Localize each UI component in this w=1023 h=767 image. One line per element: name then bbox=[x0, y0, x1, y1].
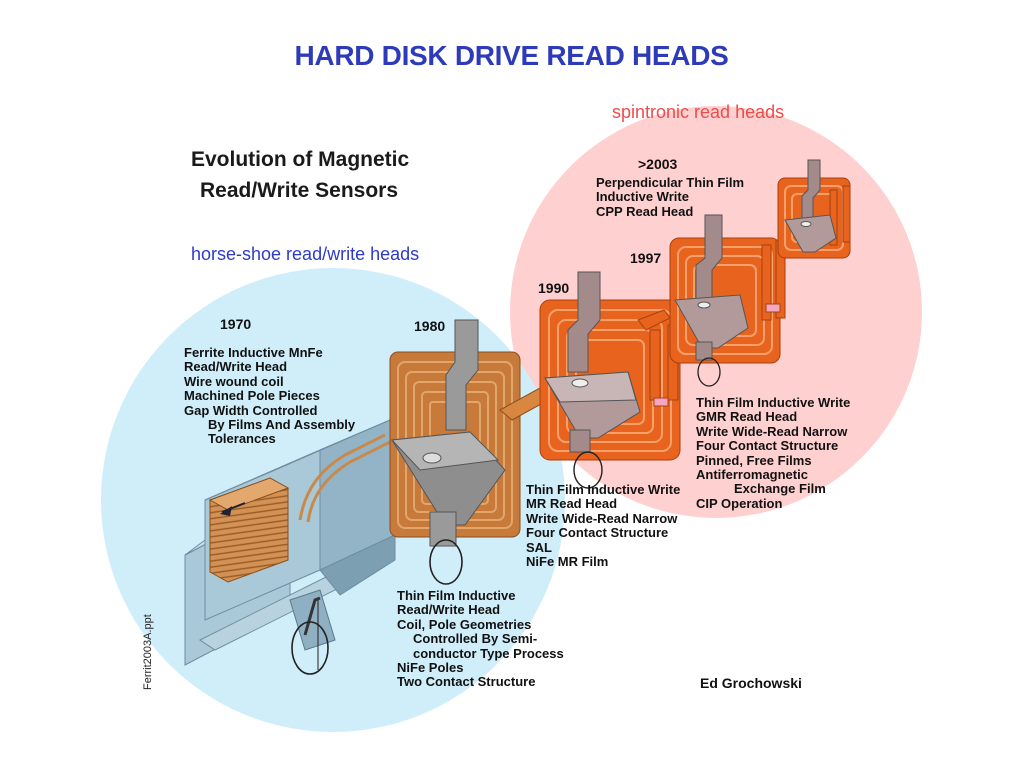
note-line: NiFe Poles bbox=[397, 660, 464, 676]
note-line: Pinned, Free Films bbox=[696, 452, 812, 468]
note-line: Exchange Film bbox=[734, 481, 826, 497]
note-line: Gap Width Controlled bbox=[184, 402, 318, 418]
note-line: Antiferromagnetic bbox=[696, 467, 808, 483]
ferrite-notes: Ferrite Inductive MnFe Read/Write Head W… bbox=[184, 345, 356, 447]
note-line: Machined Pole Pieces bbox=[184, 388, 320, 404]
gmr-head-1997 bbox=[669, 214, 786, 387]
note-line: Coil, Pole Geometries bbox=[397, 616, 532, 632]
note-line: Thin Film Inductive bbox=[397, 588, 516, 603]
file-tag: Ferrit2003A.ppt bbox=[142, 614, 154, 690]
note-line: Four Contact Structure bbox=[526, 525, 669, 541]
evolution-title-line1: Evolution of Magnetic bbox=[191, 148, 410, 171]
evolution-title-line2: Read/Write Sensors bbox=[200, 179, 399, 202]
year-1997: 1997 bbox=[630, 250, 662, 266]
note-line: Controlled By Semi- bbox=[413, 631, 538, 647]
note-line: conductor Type Process bbox=[413, 645, 564, 661]
year-2003: >2003 bbox=[638, 156, 678, 172]
thin-film-notes: Thin Film Inductive Read/Write Head Coil… bbox=[397, 588, 564, 690]
note-line: Write Wide-Read Narrow bbox=[526, 510, 678, 526]
author-credit: Ed Grochowski bbox=[700, 675, 802, 691]
note-line: CPP Read Head bbox=[596, 203, 694, 219]
note-line: SAL bbox=[526, 539, 552, 555]
mr-notes: Thin Film Inductive Write MR Read Head W… bbox=[526, 482, 681, 570]
cpp-head-2003 bbox=[777, 159, 851, 259]
ferrite-head-1970 bbox=[184, 419, 396, 675]
note-line: Two Contact Structure bbox=[397, 674, 536, 690]
note-line: Inductive Write bbox=[596, 189, 689, 205]
gmr-notes: Thin Film Inductive Write GMR Read Head … bbox=[696, 395, 851, 511]
note-line: Ferrite Inductive MnFe bbox=[184, 345, 323, 360]
note-line: Thin Film Inductive Write bbox=[526, 482, 681, 497]
note-line: Tolerances bbox=[208, 431, 276, 447]
note-line: GMR Read Head bbox=[696, 409, 798, 425]
horseshoe-label: horse-shoe read/write heads bbox=[191, 244, 420, 264]
spintronic-label: spintronic read heads bbox=[612, 102, 785, 122]
note-line: MR Read Head bbox=[526, 496, 618, 512]
note-line: CIP Operation bbox=[696, 495, 783, 511]
year-1970: 1970 bbox=[220, 316, 252, 332]
year-1980: 1980 bbox=[414, 318, 446, 334]
cpp-notes: Perpendicular Thin Film Inductive Write … bbox=[596, 175, 745, 219]
note-line: NiFe MR Film bbox=[526, 554, 609, 570]
thin-film-head-1980 bbox=[389, 319, 553, 585]
note-line: Read/Write Head bbox=[184, 359, 288, 375]
note-line: Wire wound coil bbox=[184, 373, 284, 389]
note-line: Write Wide-Read Narrow bbox=[696, 423, 848, 439]
note-line: Thin Film Inductive Write bbox=[696, 395, 851, 410]
year-1990: 1990 bbox=[538, 280, 570, 296]
note-line: Perpendicular Thin Film bbox=[596, 175, 745, 190]
note-line: By Films And Assembly bbox=[208, 417, 356, 433]
mr-head-1990 bbox=[539, 271, 681, 489]
note-line: Read/Write Head bbox=[397, 602, 501, 618]
note-line: Four Contact Structure bbox=[696, 438, 839, 454]
page-title: HARD DISK DRIVE READ HEADS bbox=[294, 40, 729, 71]
